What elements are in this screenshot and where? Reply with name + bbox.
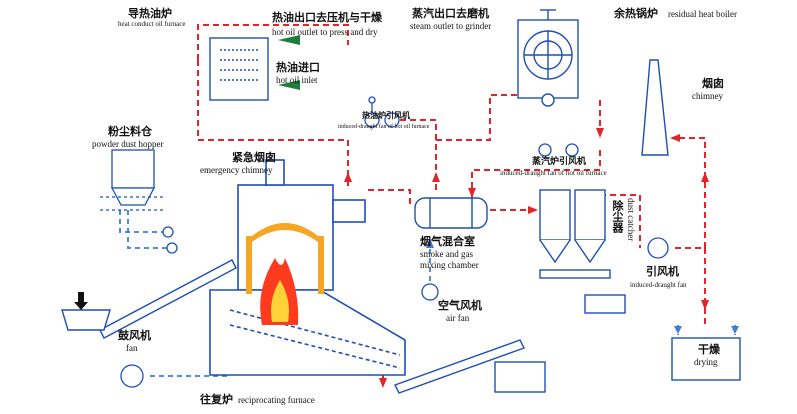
label-blower-zh: 鼓风机 [118,329,151,342]
label-boiler-fan-zh: 蒸汽炉引风机 [532,157,587,167]
label-mixing-en-2: mixing chamber [420,260,479,270]
ash-conveyor [394,339,546,394]
pipe-dust-to-fan [600,194,641,248]
label-oil-fan-zh: 热油炉引风机 [362,111,410,120]
powder-hopper [100,149,165,211]
hot-gas-arrows [344,128,709,388]
arrow-up-1 [344,172,352,182]
label-boiler-fan-en: induced-draught fan of hot oil furnace [500,169,607,177]
hopper-fan-2 [166,242,178,254]
label-induced-fan-zh: 引风机 [646,265,679,278]
pipe-to-chimney [672,137,706,248]
label-residual-boiler-zh: 余热锅炉 [614,7,658,20]
dust-catcher [539,189,626,314]
fans [120,96,669,388]
pipe-hopper-down-2 [119,210,166,233]
label-chimney-zh: 烟囱 [702,77,724,90]
heat-oil-furnace [209,37,269,101]
drying-box [671,337,741,381]
label-drying-zh: 干燥 [698,343,720,356]
furnace-outlet [332,199,366,223]
pipe-hopper-down [127,210,170,249]
label-heat-furnace-zh: 导热油炉 [128,7,172,20]
arrow-down-4 [379,378,387,388]
label-induced-fan-en: induced-draught fan [630,281,687,289]
hopper-fan-1 [162,226,174,238]
label-emergency-chimney-zh: 紧急烟囱 [232,151,276,164]
emergency-chimney-stack [265,159,285,186]
label-hot-oil-inlet-zh: 热油进口 [276,61,320,74]
furnace-base [209,289,406,376]
arrow-down-2 [596,128,604,138]
label-chimney-en: chimney [692,91,723,101]
label-hot-oil-outlet-en: hot oil outlet to press and dry [272,27,378,37]
air-arrows [426,238,739,334]
label-hopper-zh: 粉尘料仓 [108,125,152,138]
chimney [641,59,669,156]
label-residual-boiler-en: residual heat boiler [668,9,737,19]
feed-conveyor [61,259,237,339]
pipe-oilfan-to-mixing [390,119,437,190]
label-hopper-en: powder dust hopper [92,139,164,149]
furnace-lining [246,223,324,294]
label-hot-oil-inlet-en: hot oil inlet [276,75,318,85]
air-fan [421,283,439,301]
hot-oil-arrows [278,35,300,90]
label-steam-outlet-en: steam outlet to grinder [410,21,492,31]
arrow-right-1 [528,206,538,214]
residual-boiler [517,9,579,107]
boiler-fan-2 [565,143,579,157]
mixing-chamber [414,197,488,229]
arrow-down-3 [701,300,709,310]
furnace-flame [260,258,299,325]
label-steam-outlet-zh: 蒸汽出口去磨机 [412,7,489,20]
arrow-down-1 [468,188,476,198]
label-air-fan-zh: 空气风机 [438,299,482,312]
pipe-furnace-to-mixing [368,189,411,205]
blower-fan [120,364,144,388]
grate-2 [229,324,401,369]
arrow-left-1 [670,134,680,142]
grate [229,309,401,356]
label-hot-oil-outlet-zh: 热油出口去压机与干燥 [272,11,382,24]
label-furnace-en: reciprocating furnace [238,395,315,405]
label-dust-catcher-zh: 除尘器 [611,200,624,233]
label-oil-fan-en: induced-draught fan of hot oil furnace [338,124,430,130]
label-dust-catcher-en: dust catcher [626,198,636,242]
arrow-drying-1 [674,326,682,334]
pipe-oil-furnace-top [197,24,349,60]
arrow-up-3 [701,172,709,182]
label-mixing-en-1: smoke and gas [420,249,473,259]
induced-fan [647,237,669,259]
hot-oil-in-arrow [278,80,300,90]
label-air-fan-en: air fan [446,313,470,323]
label-heat-furnace-en: heat conduct oil furnace [118,20,186,28]
label-emergency-chimney-en: emergency chimney [200,165,273,175]
pipe-steam-loop [436,94,520,141]
pipe-fan-to-mixing [471,150,601,200]
label-blower-en: fan [126,343,138,353]
arrow-air-up [426,238,434,248]
boiler-fan-1 [538,143,552,157]
label-mixing-zh: 烟气混合室 [420,235,475,248]
reciprocating-furnace [209,159,406,376]
arrow-drying-2 [731,326,739,334]
feed-arrow [74,292,88,310]
arrow-up-2 [432,172,440,182]
label-drying-en: drying [694,357,718,367]
oil-fan-2 [384,112,400,128]
hot-oil-out-arrow [278,35,300,45]
pipe-oil-furnace-left [197,60,348,141]
label-furnace-zh: 往复炉 [200,393,233,406]
